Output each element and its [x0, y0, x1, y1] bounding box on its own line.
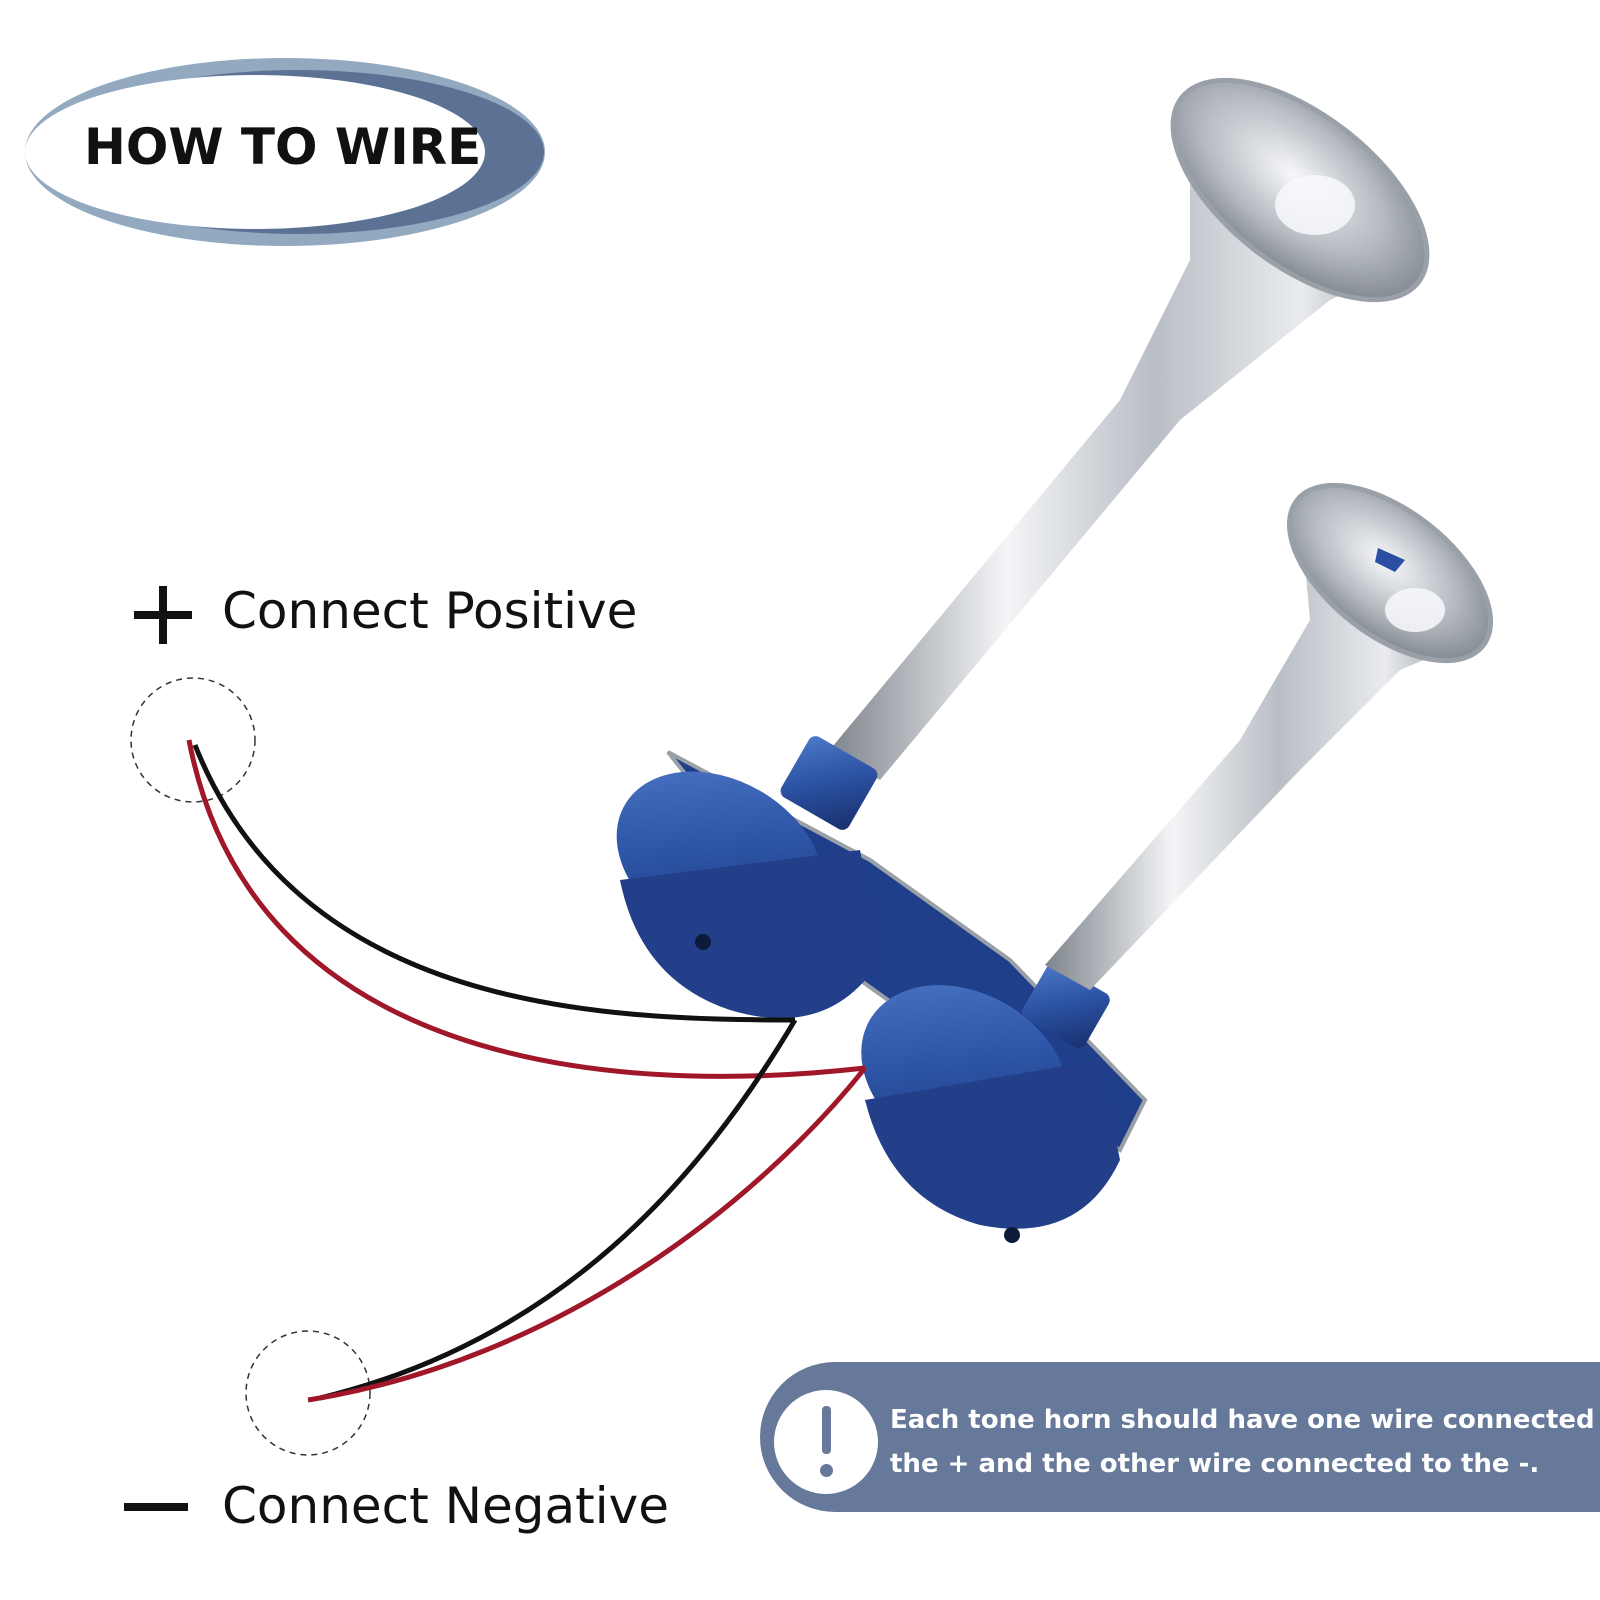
wire-set: [186, 739, 867, 1403]
plus-sign-icon: [134, 586, 192, 644]
connect-positive-label: Connect Positive: [222, 582, 638, 640]
note-line-2: the + and the other wire connected to th…: [890, 1449, 1540, 1479]
short-horn: [1045, 482, 1494, 990]
long-horn: [828, 77, 1430, 780]
minus-sign-icon: [124, 1503, 188, 1511]
wiring-note-banner: [760, 1362, 1600, 1512]
connect-negative-label: Connect Negative: [222, 1477, 670, 1535]
red-wire-to-positive: [186, 739, 866, 1079]
horn-base-assembly: [616, 736, 1148, 1243]
how-to-wire-title: HOW TO WIRE: [84, 118, 482, 176]
black-wire-to-positive: [192, 744, 796, 1023]
red-wire-to-negative: [307, 1066, 867, 1403]
negative-terminal-marker: [245, 1330, 371, 1456]
wiring-note-text: Each tone horn should have one wire conn…: [890, 1398, 1600, 1486]
positive-terminal-marker: [130, 677, 256, 803]
exclamation-icon: [774, 1390, 878, 1494]
how-to-wire-badge: [25, 58, 545, 246]
note-line-1: Each tone horn should have one wire conn…: [890, 1405, 1600, 1435]
black-wire-to-negative: [319, 1018, 798, 1401]
